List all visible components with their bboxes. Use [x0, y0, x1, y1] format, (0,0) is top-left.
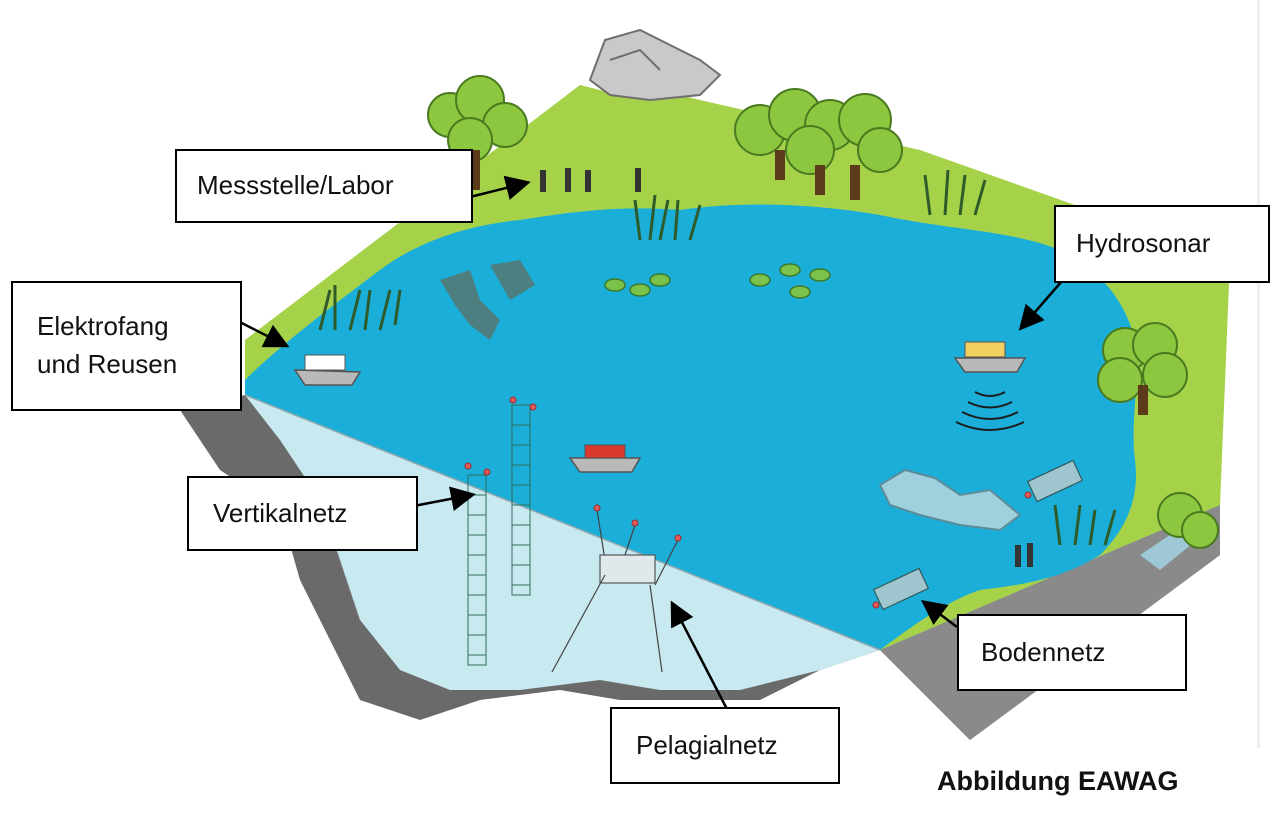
- bottom-net: [872, 459, 1084, 611]
- tree-bottom-right: [1157, 492, 1219, 549]
- arrow-bodennetz: [921, 600, 958, 628]
- vertical-nets: [467, 404, 531, 666]
- figure-credit: Abbildung EAWAG: [937, 766, 1179, 796]
- boat-center: [568, 444, 642, 473]
- arrow-pelagialnetz: [670, 600, 732, 716]
- label-vertikalnetz: Vertikalnetz: [187, 476, 418, 551]
- sonar-waves: [955, 391, 1025, 431]
- arrow-messstelle: [469, 175, 531, 200]
- lake-front-edge: [244, 394, 881, 651]
- label-bodennetz: Bodennetz: [957, 614, 1187, 691]
- reeds: [318, 169, 1117, 546]
- label-messstelle: Messstelle/Labor: [175, 149, 473, 223]
- label-pelagialnetz: Pelagialnetz: [610, 707, 840, 784]
- boat-left: [293, 354, 362, 386]
- page-edge-line: [1257, 0, 1260, 748]
- boat-right: [953, 341, 1027, 373]
- pelagial-net: [551, 509, 679, 673]
- tree-right: [1097, 322, 1188, 415]
- label-elektrofang-line1: Elektrofang: [37, 311, 169, 342]
- label-elektrofang-line2: und Reusen: [37, 349, 178, 379]
- underwater-rocks: [878, 468, 1022, 532]
- people-lab: [540, 168, 1033, 567]
- rock-top: [588, 28, 722, 102]
- label-hydrosonar: Hydrosonar: [1054, 205, 1270, 283]
- net-buoys: [464, 396, 1032, 609]
- tree-cluster-top-right: [734, 88, 903, 200]
- water-lilies: [604, 263, 831, 299]
- underwater-plant: [440, 260, 535, 340]
- underwater-section: [245, 395, 880, 690]
- label-elektrofang: Elektrofang und Reusen: [11, 281, 242, 411]
